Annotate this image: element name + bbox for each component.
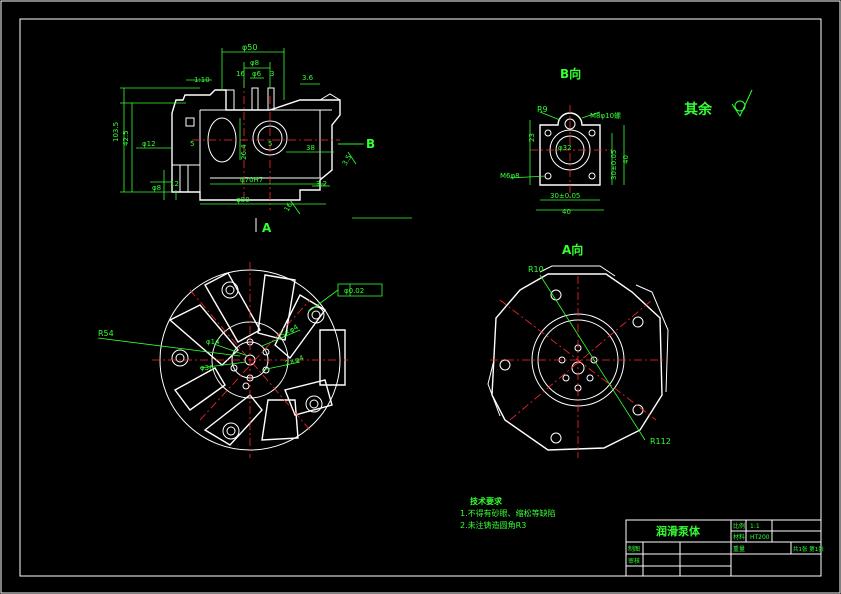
dim-16b: 16 [283,201,295,213]
weight-label: 重量 [733,545,745,553]
title-block: 润滑泵体 比例 1:1 材料 HT200 制图 审核 重量 共1张 第1张 [625,519,824,577]
dim-r9: R9 [537,105,548,114]
dim-40-h: 40 [562,208,571,216]
dim-16: 16 [236,70,245,78]
sheet-info: 共1张 第1张 [793,545,824,553]
roughness-note: 其余 [684,89,753,118]
section-a-label: A [262,221,272,235]
dim-30-h: 30±0.05 [550,192,580,200]
tech-req-line1: 1.不得有砂眼、缩松等缺陷 [460,508,556,518]
view-b: B向 R9 M8φ10螺 23 φ32 30±0.05 40 M6φ8 30±0… [500,66,630,216]
section-b-label: B [366,137,375,151]
roughness-text: 其余 [684,101,713,118]
dim-hole1: 5×φ4 [279,323,300,340]
roughness-circle-icon [734,100,746,112]
dim-d50: φ50 [242,43,257,52]
tech-req-title: 技术要求 [470,496,503,506]
dim-12: 12 [170,180,179,188]
dim-d12: φ12 [142,140,156,148]
drawn-label: 制图 [628,545,640,553]
front-view: φ50 φ8 φ6 16 3 3.6 1:10 103.5 42.5 φ12 5… [112,43,412,235]
dim-m10: M8φ10螺 [590,111,621,120]
view-b-title: B向 [560,66,581,81]
top-view: R54 φ0.02 φ14 φ36 5×φ4 2×φ4 [97,262,383,458]
dim-d32: φ32 [558,144,572,152]
dim-d14: φ14 [206,338,220,346]
dim-5: 5 [190,140,194,148]
dim-38: 38 [306,144,315,152]
dim-d8b: φ8 [152,184,161,192]
dim-103-5: 103.5 [112,122,120,142]
dim-d8: φ8 [250,59,259,67]
tol-label: φ0.02 [344,287,364,295]
view-a: A向 R10 R112 [487,242,671,458]
tech-requirements: 技术要求 1.不得有砂眼、缩松等缺陷 2.未注铸造圆角R3 [460,496,556,530]
check-label: 审核 [628,557,640,565]
dim-26-4: 26.4 [240,144,248,160]
dim-r54: R54 [98,329,114,338]
tech-req-line2: 2.未注铸造圆角R3 [460,520,526,530]
dim-d6: φ6 [252,70,262,78]
view-a-title: A向 [562,242,583,257]
dim-ratio: 1:10 [194,76,210,84]
dim-r112: R112 [650,437,671,446]
dim-3: 3 [270,70,274,78]
scale-value: 1:1 [750,523,760,530]
dim-40-v: 40 [622,155,630,164]
material-label: 材料 [733,533,745,541]
dim-5b: 5 [268,140,272,148]
title-block-name: 润滑泵体 [656,524,701,538]
scale-label: 比例 [733,522,745,530]
inner-frame [19,18,822,577]
dim-23: 23 [528,133,536,142]
dim-3-5: 3.5 [341,153,353,167]
dim-d36: φ36 [200,364,214,372]
dim-d70h7: φ70H7 [240,176,263,184]
dim-3-2: 3.2 [316,180,327,188]
dim-d80: φ80 [236,196,250,204]
dim-r10: R10 [528,265,544,274]
dim-3-6: 3.6 [302,74,314,82]
roughness-symbol-icon [731,89,753,118]
material-value: HT200 [750,534,770,541]
dim-42-5: 42.5 [122,130,130,146]
dim-30-v: 30±0.05 [610,150,618,180]
dim-m6: M6φ8 [500,172,520,180]
